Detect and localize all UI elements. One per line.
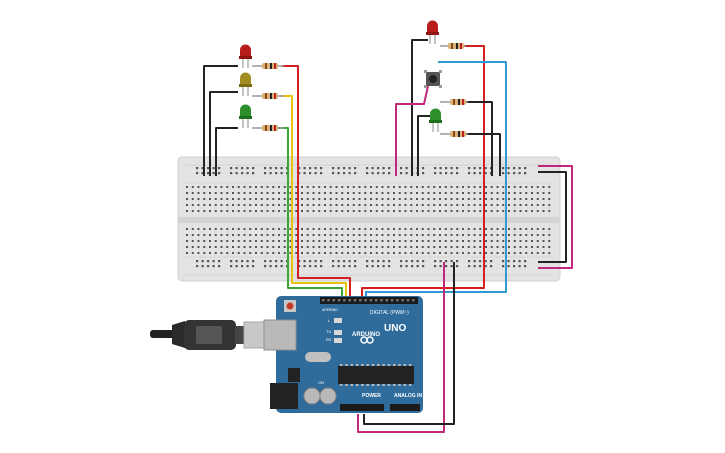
wire-black-power xyxy=(363,262,455,425)
power-jack xyxy=(270,383,298,409)
tx-label: TX xyxy=(326,329,331,334)
usb-cable xyxy=(150,320,271,350)
resistor-5 xyxy=(440,99,468,105)
leds[interactable] xyxy=(239,20,442,133)
l-label: L xyxy=(328,318,331,323)
resistors[interactable] xyxy=(252,43,468,137)
wire-black-2 xyxy=(209,91,238,176)
rx-label: RX xyxy=(326,337,332,342)
breadboard[interactable] xyxy=(177,156,561,282)
digital-header xyxy=(320,297,418,304)
digital-label: DIGITAL (PWM~) xyxy=(370,310,409,316)
wire-black-right-4 xyxy=(466,133,501,176)
aref-label: AREF xyxy=(322,308,331,312)
on-label: ON xyxy=(318,380,324,385)
led-red-right xyxy=(426,20,439,44)
wire-red-left xyxy=(282,65,351,300)
wire-black-right-2 xyxy=(417,115,432,176)
led-green-left xyxy=(239,104,252,128)
wire-black-rail xyxy=(538,171,567,263)
analog-header xyxy=(390,404,420,411)
resistor-4 xyxy=(440,43,466,49)
atmega-chip xyxy=(338,366,414,384)
power-label: POWER xyxy=(362,393,381,399)
breadboard-holes xyxy=(186,167,551,268)
wire-black-1 xyxy=(203,65,238,176)
wire-magenta-button xyxy=(395,85,429,176)
wire-black-right-1 xyxy=(411,39,428,176)
power-header xyxy=(340,404,384,411)
pushbutton[interactable] xyxy=(424,70,442,88)
wire-magenta-power xyxy=(357,262,445,433)
wire-green-left xyxy=(278,127,343,300)
resistor-1 xyxy=(252,63,284,69)
wire-yellow-left xyxy=(280,95,347,300)
analog-label: ANALOG IN xyxy=(394,393,422,399)
resistor-6 xyxy=(440,131,468,137)
wire-black-right-3 xyxy=(466,101,493,176)
arduino-model: UNO xyxy=(384,323,406,334)
wire-black-3 xyxy=(215,127,238,176)
resistor-2 xyxy=(252,93,284,99)
arduino-brand: ARDUINO xyxy=(352,332,380,338)
wire-blue-right xyxy=(365,61,507,300)
usb-port xyxy=(263,319,297,351)
led-yellow-left xyxy=(239,72,252,96)
wire-magenta-rail xyxy=(538,165,573,269)
led-green-right xyxy=(429,108,442,132)
arduino-board[interactable]: ARDUINO UNO DIGITAL (PWM~) POWER ANALOG … xyxy=(263,296,423,413)
resistor-3 xyxy=(252,125,284,131)
led-red-left xyxy=(239,44,252,68)
gnd-label: GND xyxy=(330,308,338,312)
wire-red-right xyxy=(361,45,485,300)
wires xyxy=(203,39,573,433)
